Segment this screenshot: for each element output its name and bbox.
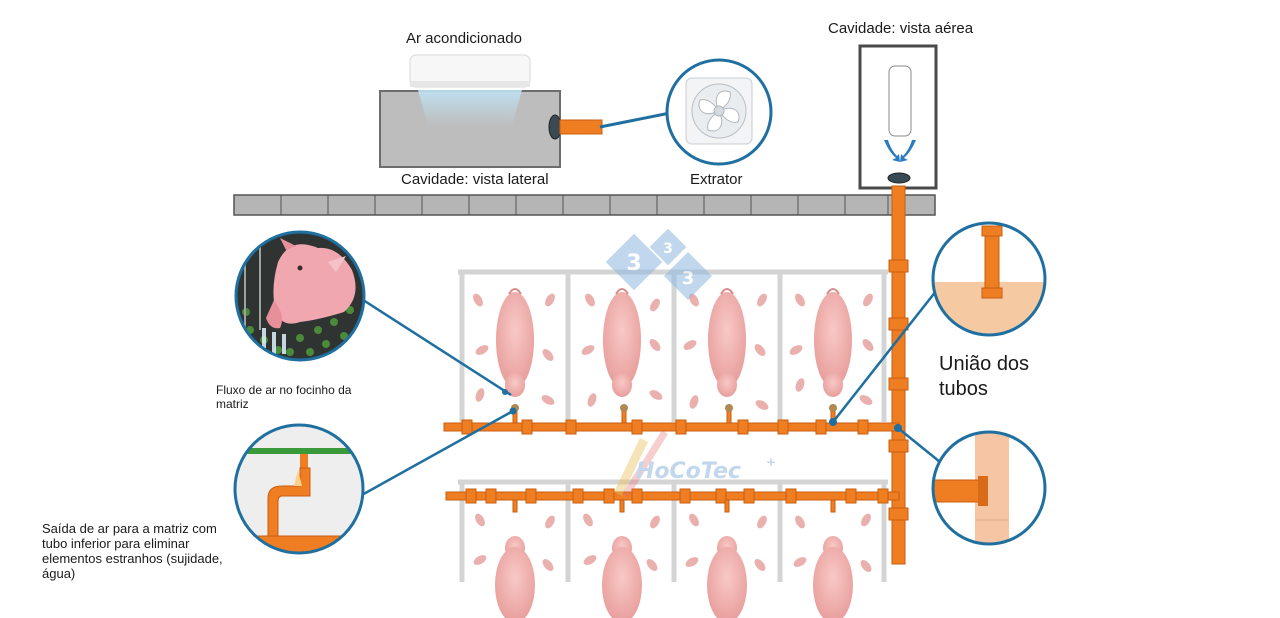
extractor-callout: [665, 58, 773, 166]
stalls-top-row: [458, 269, 888, 422]
sow: [603, 288, 641, 397]
cavity-side-view: [379, 54, 603, 168]
air-conditioner-unit: [409, 54, 531, 126]
sow: [708, 288, 746, 397]
sow: [602, 536, 642, 618]
air-outlet-callout: [233, 423, 365, 555]
sow: [814, 288, 852, 397]
sows-bottom-row: [495, 536, 853, 618]
top-view-label: Cavidade: vista aérea: [828, 20, 974, 37]
watermark-brand: HoCoTec: [636, 459, 741, 484]
pipe-network: [443, 185, 909, 565]
snout-airflow-callout: [234, 230, 366, 362]
air-outlet-label: Saída de ar para a matriz com tubo infer…: [42, 521, 223, 581]
pipe-union-label: União dos tubos: [939, 353, 1030, 400]
pipe-union-bottom-callout: [931, 430, 1047, 546]
sow: [707, 536, 747, 618]
side-view-label: Cavidade: vista lateral: [401, 171, 549, 188]
sow: [495, 536, 535, 618]
watermark-digit: 3: [682, 268, 695, 289]
watermark-sup: +: [766, 455, 776, 469]
watermark-digit: 3: [626, 251, 641, 276]
floor-slab: [233, 194, 936, 216]
extractor-pipe: [559, 119, 603, 135]
sow: [496, 288, 534, 397]
snout-airflow-label: Fluxo de ar no focinho da matriz: [216, 383, 352, 411]
extractor-port: [548, 114, 562, 140]
sows-top-row: [496, 288, 852, 397]
piglets-top-row: [473, 293, 874, 410]
cavity-top-view: [858, 44, 938, 190]
extractor-label: Extrator: [690, 171, 743, 188]
fan-icon: [698, 90, 740, 132]
piglets-bottom-row: [473, 513, 872, 572]
ac-label: Ar acondicionado: [406, 30, 522, 47]
sow: [813, 536, 853, 618]
pipe-union-top-callout: [931, 221, 1047, 337]
watermark-digit: 3: [663, 241, 673, 257]
